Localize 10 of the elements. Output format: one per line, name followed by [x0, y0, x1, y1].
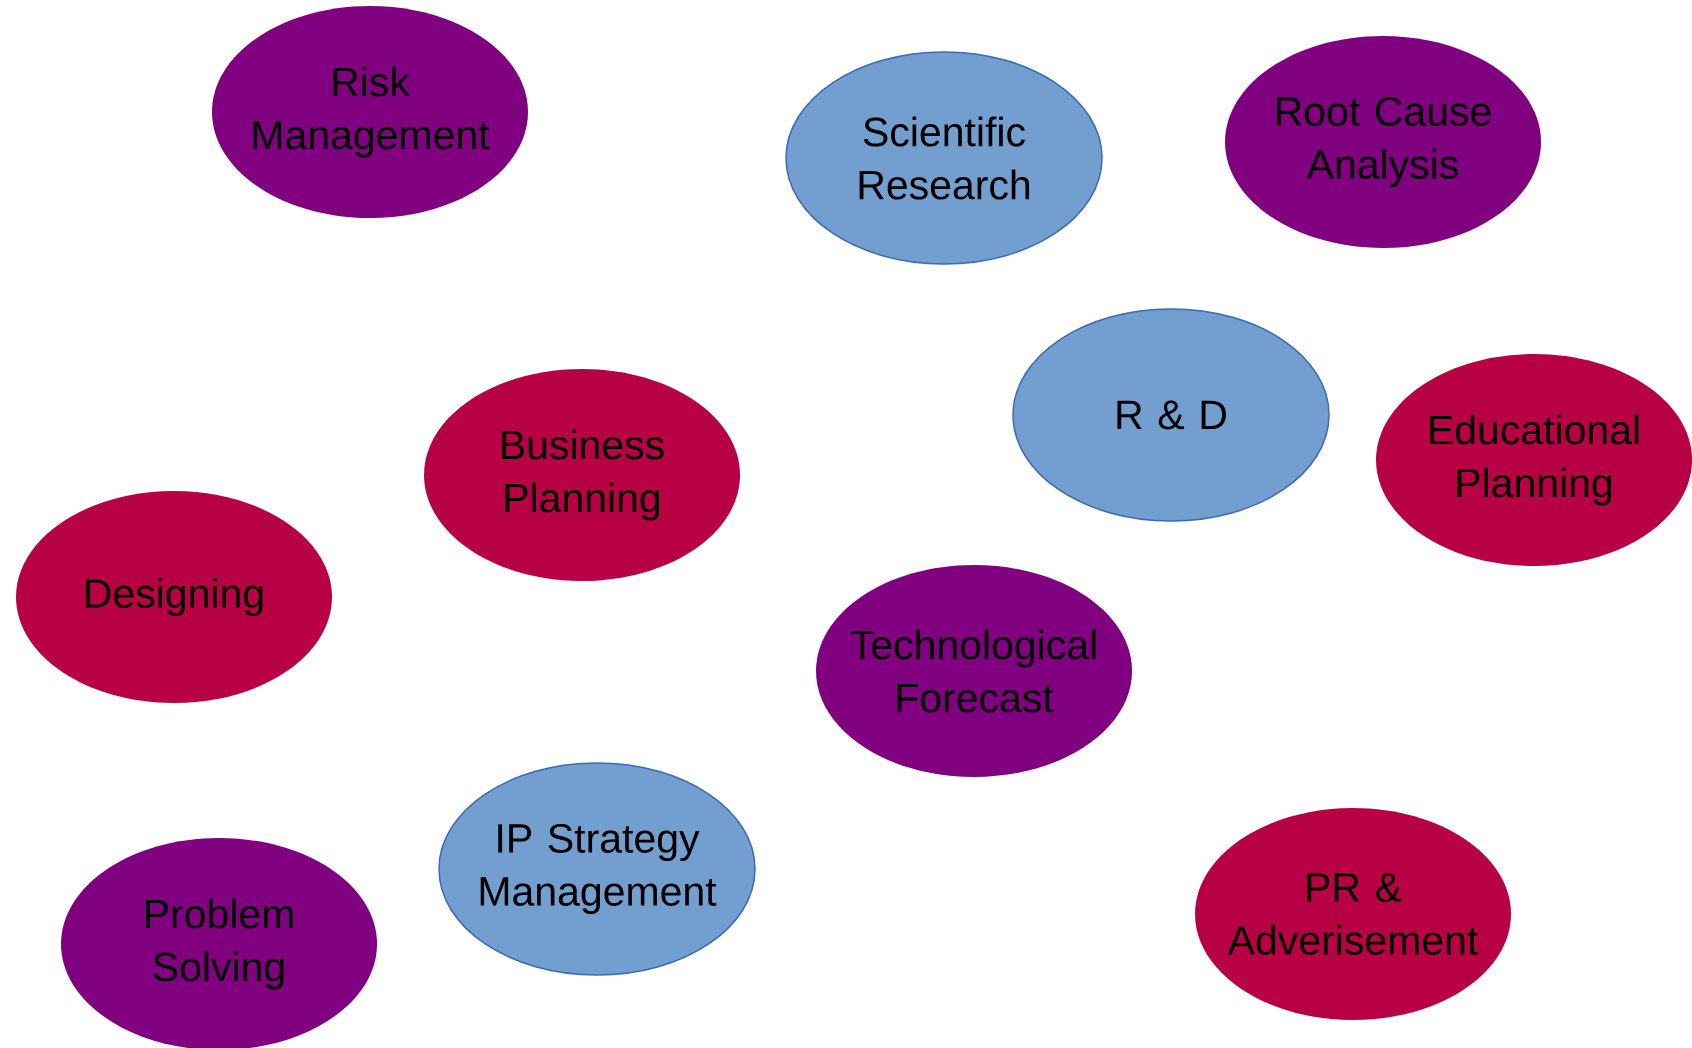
ellipse-node: PR & Adverisement	[1195, 808, 1511, 1020]
ellipse-node: Technological Forecast	[816, 565, 1132, 777]
ellipse-node: Business Planning	[424, 369, 740, 581]
ellipse-node: Educational Planning	[1376, 354, 1692, 566]
ellipse-node: Scientific Research	[785, 51, 1103, 265]
ellipse-node: R & D	[1012, 308, 1330, 522]
ellipse-node: Risk Management	[212, 6, 528, 218]
ellipse-node: Root Cause Analysis	[1225, 36, 1541, 248]
ellipse-node: IP Strategy Management	[438, 762, 756, 976]
ellipse-node: Designing	[16, 491, 332, 703]
